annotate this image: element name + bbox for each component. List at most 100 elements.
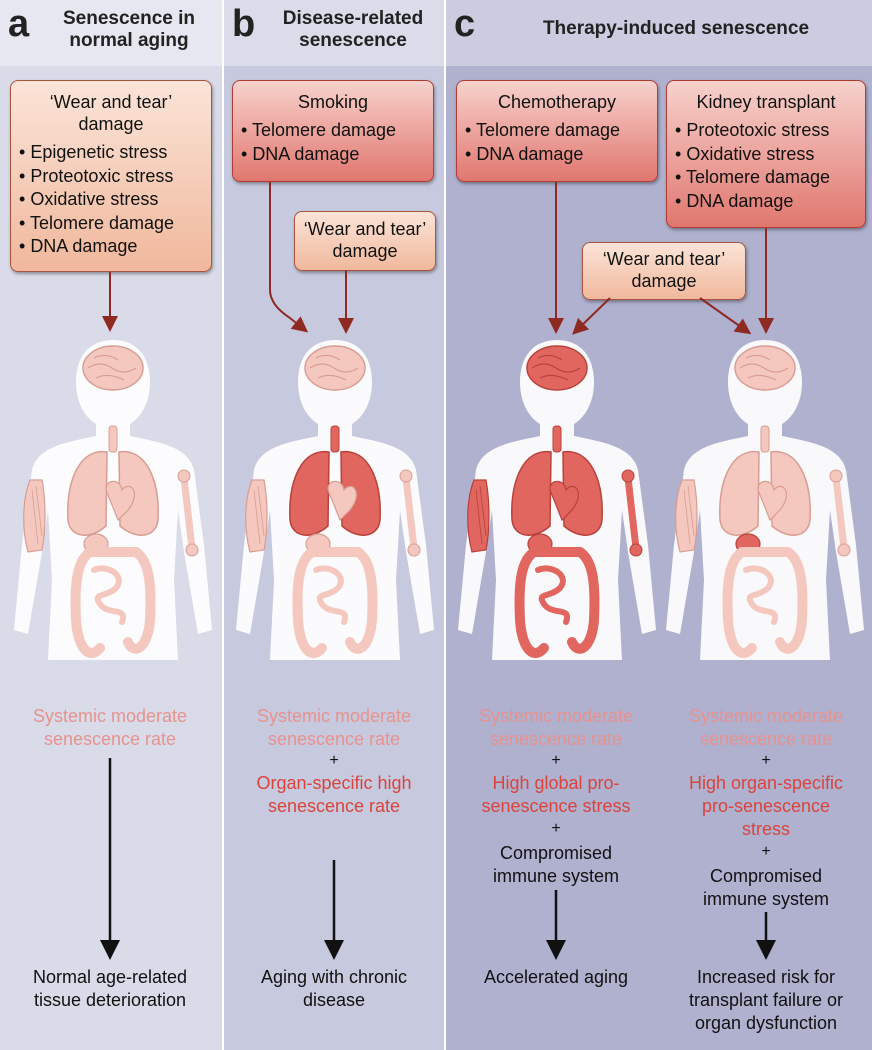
list-item: Telomere damage (19, 212, 211, 236)
muscle-icon (675, 479, 698, 553)
list-item: Oxidative stress (19, 188, 211, 212)
list-item: Proteotoxic stress (675, 119, 865, 143)
brain-folds-icon (531, 354, 581, 381)
large-intestine-icon (70, 547, 156, 658)
brain-folds-icon (309, 354, 359, 381)
bone-joint-icon (177, 469, 191, 483)
panel-c-title: Therapy-induced senescence (542, 18, 810, 39)
bone-joint-icon (829, 469, 843, 483)
arrow-c-wear-left (572, 297, 611, 335)
list-item: DNA damage (465, 143, 657, 167)
brain-folds-icon (739, 354, 789, 381)
muscle-icon (245, 479, 268, 553)
panel-a-letter: a (8, 3, 30, 45)
smoking-box: Smoking Telomere damage DNA damage (232, 80, 434, 182)
trachea-icon (760, 425, 770, 453)
body-figure-c1 (458, 340, 656, 660)
bone-icon (624, 474, 640, 552)
bone-joint-icon (837, 543, 851, 557)
body-figure-b (236, 340, 434, 660)
body-figure-c2 (666, 340, 864, 660)
list-item: Telomere damage (241, 119, 433, 143)
panel-b-letter: b (232, 3, 256, 45)
left-lung-icon (719, 451, 760, 536)
plus-sign: + (761, 843, 771, 860)
panel-b-header (224, 0, 444, 66)
bone-joint-icon (621, 469, 635, 483)
chemotherapy-box: Chemotherapy Telomere damage DNA damage (456, 80, 658, 182)
small-intestine-icon (743, 565, 779, 625)
panel-b-title: Disease-related senescence (282, 8, 424, 51)
damage-list: Telomere damage DNA damage (233, 119, 433, 166)
list-item: Epigenetic stress (19, 141, 211, 165)
list-item: DNA damage (241, 143, 433, 167)
list-item: DNA damage (19, 235, 211, 259)
brain-folds-icon (87, 354, 137, 381)
large-intestine-icon (292, 547, 378, 658)
heart-icon (757, 480, 787, 522)
immune-label-c2: Compromised immune system (702, 866, 830, 909)
rate-label-c2: Systemic moderate senescence rate (688, 706, 844, 749)
outcome-label-b: Aging with chronic disease (260, 967, 408, 1010)
box-title: Chemotherapy (497, 92, 617, 112)
bone-icon (180, 474, 196, 552)
list-item: Telomere damage (465, 119, 657, 143)
bone-joint-icon (407, 543, 421, 557)
right-lung-icon (118, 451, 159, 536)
damage-list: Epigenetic stress Proteotoxic stress Oxi… (11, 141, 211, 259)
arrow-c-wear-right (699, 297, 752, 335)
organ-specific-label-b: Organ-specific high senescence rate (256, 773, 412, 816)
outcome-label-c1: Accelerated aging (483, 967, 629, 987)
plus-sign: + (329, 752, 339, 769)
large-intestine-icon (722, 547, 808, 658)
left-lung-icon (511, 451, 552, 536)
heart-icon (549, 480, 579, 522)
panel-c-letter: c (454, 3, 476, 45)
plus-sign: + (551, 752, 561, 769)
small-intestine-icon (535, 565, 571, 625)
box-title: ‘Wear and tear’ damage (303, 219, 427, 261)
global-stress-label-c1: High global pro-senescence stress (481, 773, 631, 816)
trachea-icon (330, 425, 340, 453)
large-intestine-icon (514, 547, 600, 658)
list-item: Telomere damage (675, 166, 865, 190)
body-figure-a (14, 340, 212, 660)
outcome-label-c2: Increased risk for transplant failure or… (688, 967, 844, 1033)
rate-label-b: Systemic moderate senescence rate (256, 706, 412, 749)
box-title: ‘Wear and tear’ damage (602, 249, 726, 291)
panel-c-header (446, 0, 872, 66)
panel-a-header (0, 0, 222, 66)
damage-list: Telomere damage DNA damage (457, 119, 657, 166)
panel-a-title: Senescence in normal aging (62, 8, 196, 51)
heart-icon (105, 480, 135, 522)
heart-icon (327, 480, 357, 522)
immune-label-c1: Compromised immune system (492, 843, 620, 886)
muscle-fibers-icon (683, 485, 695, 545)
right-lung-icon (770, 451, 811, 536)
muscle-fibers-icon (253, 485, 265, 545)
wear-and-tear-box-b: ‘Wear and tear’ damage (294, 211, 436, 271)
muscle-icon (23, 479, 46, 553)
trachea-icon (552, 425, 562, 453)
bone-icon (402, 474, 418, 552)
muscle-icon (467, 479, 490, 553)
small-intestine-icon (313, 565, 349, 625)
box-title: Kidney transplant (696, 92, 836, 112)
right-lung-icon (340, 451, 381, 536)
bone-icon (832, 474, 848, 552)
box-title: ‘Wear and tear’ damage (49, 92, 173, 134)
trachea-icon (108, 425, 118, 453)
list-item: DNA damage (675, 190, 865, 214)
small-intestine-icon (91, 565, 127, 625)
wear-and-tear-box-c: ‘Wear and tear’ damage (582, 242, 746, 300)
plus-sign: + (551, 820, 561, 837)
right-lung-icon (562, 451, 603, 536)
list-item: Oxidative stress (675, 143, 865, 167)
plus-sign: + (761, 752, 771, 769)
arrow-b-smoking (269, 182, 309, 333)
bone-joint-icon (399, 469, 413, 483)
box-title: Smoking (297, 92, 369, 112)
bone-joint-icon (185, 543, 199, 557)
rate-label-c1: Systemic moderate senescence rate (478, 706, 634, 749)
